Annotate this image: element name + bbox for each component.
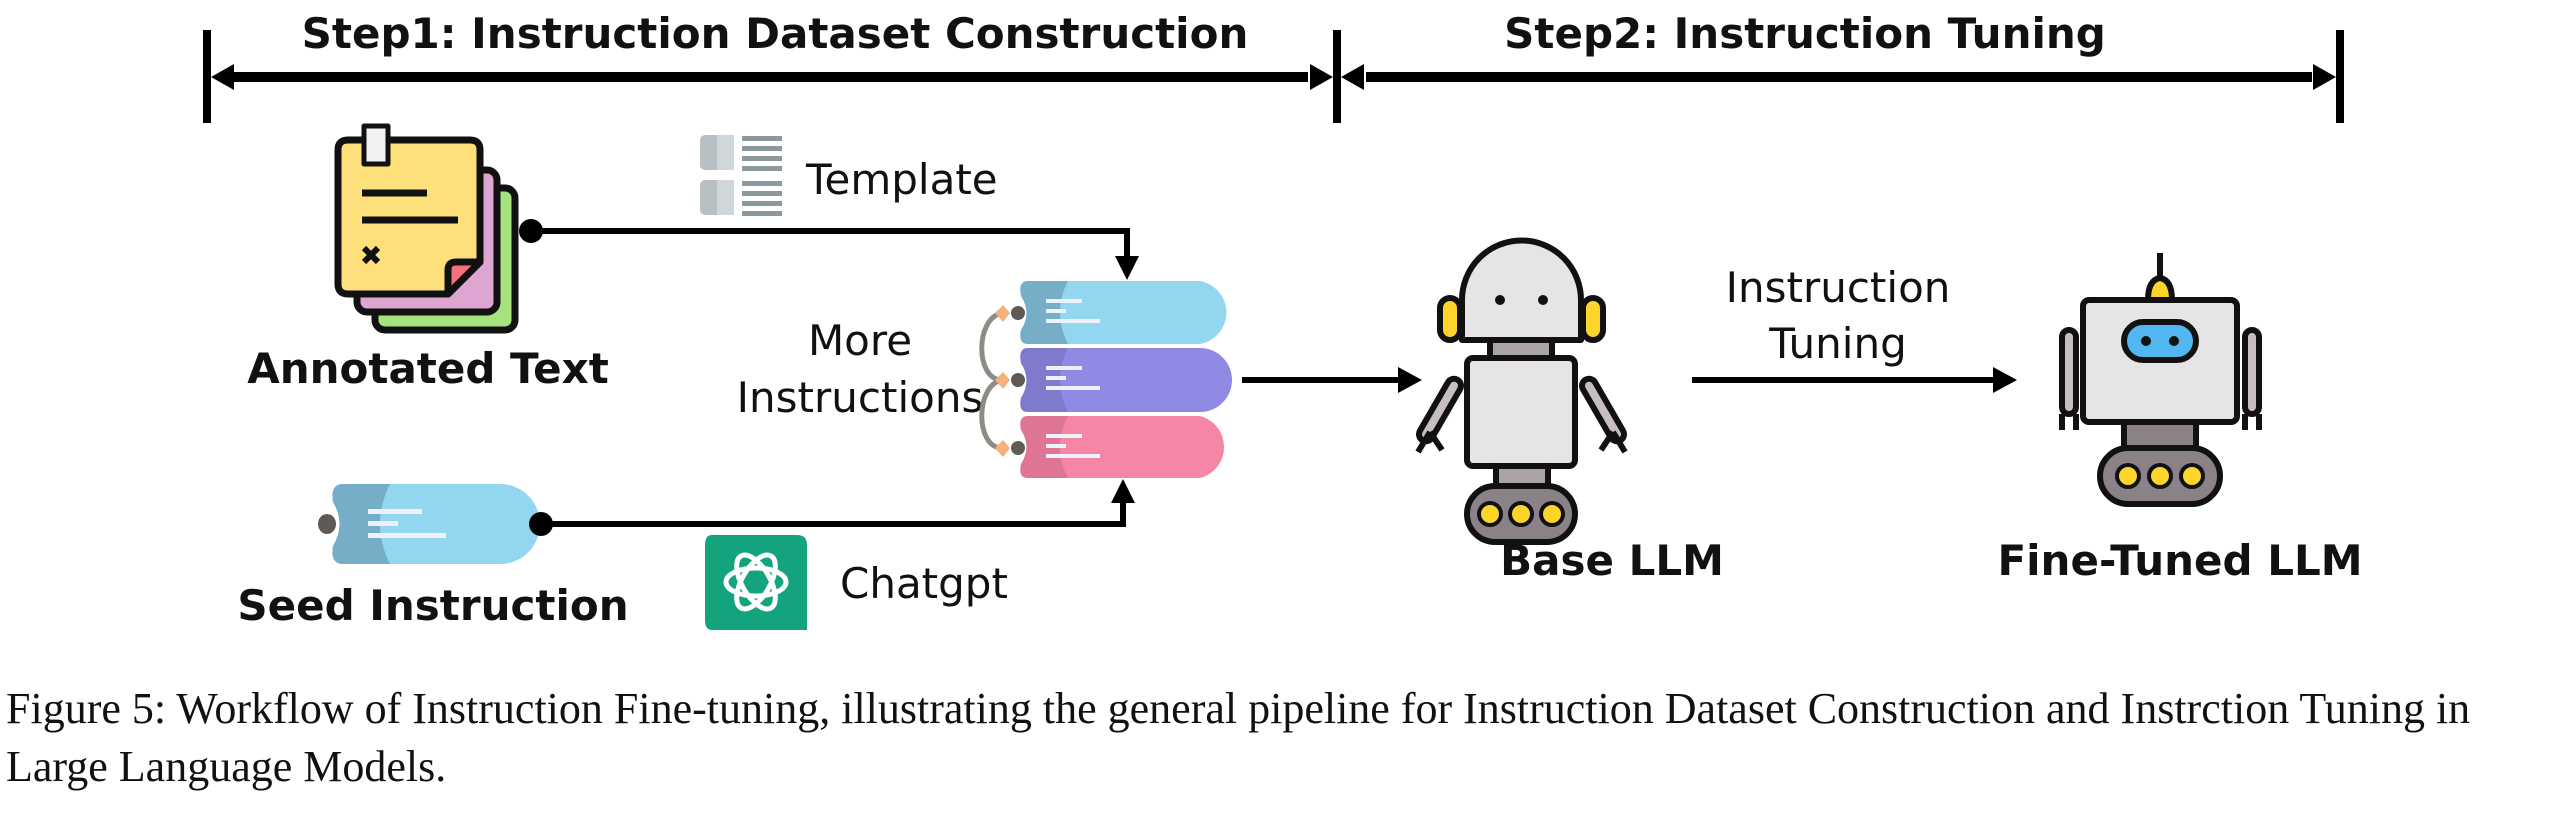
arrowhead-up (1111, 479, 1135, 503)
more-instructions-label-line2: Instructions (737, 373, 984, 422)
annotated-text-label: Annotated Text (247, 344, 609, 393)
robot-icon (1415, 237, 1628, 545)
instruction-tag-icon (318, 484, 540, 564)
more-instructions-label-line1: More (808, 316, 912, 365)
template-label: Template (805, 155, 998, 204)
step1-arrowhead-right (1310, 64, 1333, 90)
step2-arrowhead-right (2313, 64, 2336, 90)
connector-seed-to-instructions (529, 479, 1135, 536)
template-icon (700, 135, 782, 216)
seed-instruction-label: Seed Instruction (237, 581, 628, 630)
base-llm-label: Base LLM (1500, 536, 1724, 585)
arrowhead-down (1115, 256, 1139, 280)
connector-annotated-to-instructions (519, 219, 1139, 280)
instruction-pill-blue (1020, 281, 1227, 344)
bracket-tick-right (2336, 30, 2344, 123)
workflow-diagram: Step1: Instruction Dataset Construction … (203, 9, 2363, 630)
robot-antenna-icon (2059, 253, 2262, 507)
bracket-tick-left (203, 30, 211, 123)
instruction-pill-purple (1020, 348, 1232, 412)
instruction-stack-icon (979, 281, 1232, 478)
step2-arrowhead-left (1341, 64, 1364, 90)
step2-bracket (1341, 64, 2336, 90)
figure-caption: Figure 5: Workflow of Instruction Fine-t… (6, 684, 2471, 791)
arrow-instructions-to-base (1242, 367, 1422, 393)
arrow-base-to-finetuned (1692, 367, 2017, 393)
step1-title: Step1: Instruction Dataset Construction (302, 9, 1249, 58)
fine-tuned-llm-label: Fine-Tuned LLM (1997, 536, 2362, 585)
instruction-pill-pink (1020, 416, 1225, 478)
instruction-tuning-label-line1: Instruction (1726, 263, 1951, 312)
step1-arrowhead-left (211, 64, 234, 90)
step1-bracket (203, 30, 2344, 123)
step2-title: Step2: Instruction Tuning (1504, 9, 2106, 58)
openai-logo-icon (705, 535, 807, 630)
bracket-tick-middle (1333, 30, 1341, 123)
instruction-tuning-label-line2: Tuning (1768, 319, 1906, 368)
sticky-notes-icon (334, 123, 519, 334)
step2-span-line (1366, 72, 2312, 82)
chatgpt-label: Chatgpt (840, 559, 1008, 608)
step1-span-line (230, 72, 1308, 82)
